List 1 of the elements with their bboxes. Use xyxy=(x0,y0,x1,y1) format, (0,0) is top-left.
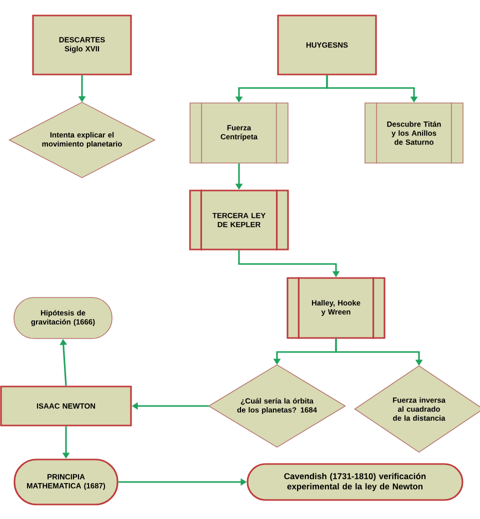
terminal-box: Cavendish (1731-1810) verificación experimental de la ley de Newton xyxy=(246,463,464,501)
